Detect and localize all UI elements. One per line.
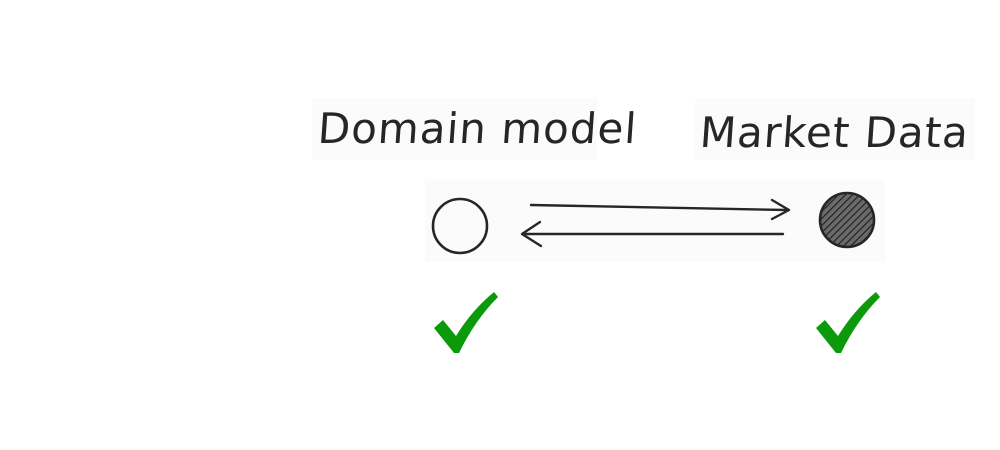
market-data-node [818,191,876,249]
market-data-check-mark-icon [816,292,880,353]
domain-model-check-mark-icon [434,292,498,353]
arrow-left-icon [520,220,785,248]
domain-model-node [431,197,489,255]
arrow-right-icon [529,198,791,221]
label-panel-domain-model [312,98,597,160]
connector-panel [425,180,885,262]
label-panel-market-data [695,98,975,160]
